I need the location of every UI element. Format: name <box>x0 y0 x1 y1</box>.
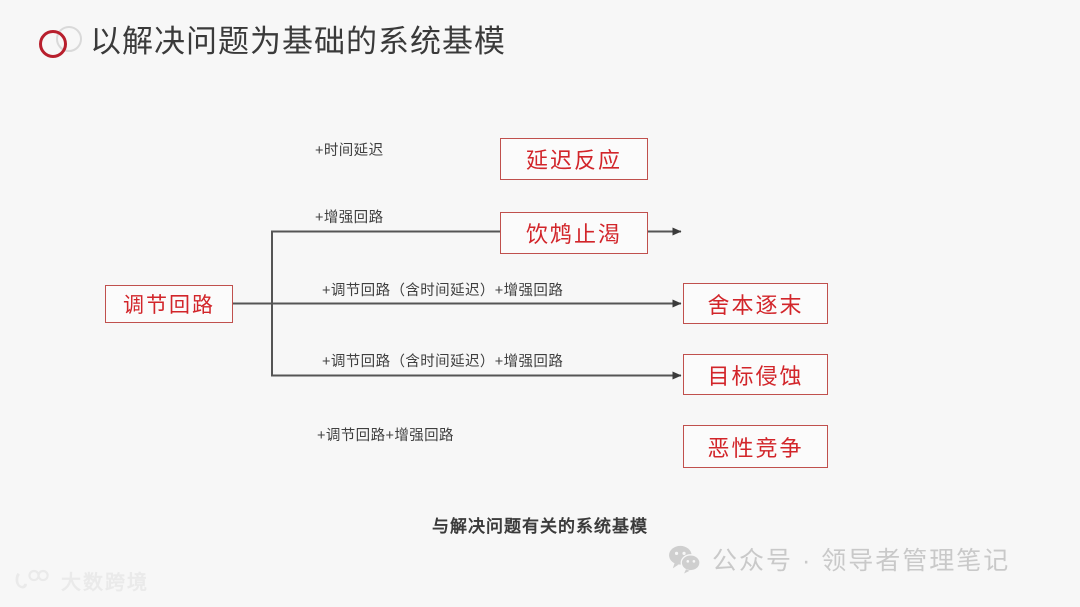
dashuakuajing-logo-icon <box>14 569 54 593</box>
edge-label-5: +调节回路+增强回路 <box>317 428 454 444</box>
edge-label-4: +调节回路（含时间延迟）+增强回路 <box>322 354 564 370</box>
ring-red-icon <box>39 30 67 58</box>
watermark: 大数跨境 <box>14 566 149 595</box>
edge-label-3: +调节回路（含时间延迟）+增强回路 <box>322 283 564 299</box>
node-delayed-response[interactable]: 延迟反应 <box>500 138 648 180</box>
wechat-footer: 公众号 · 领导者管理笔记 <box>668 541 1010 577</box>
wechat-icon <box>668 544 702 574</box>
edge-label-1: +时间延迟 <box>315 143 384 159</box>
slide-title-row: 以解决问题为基础的系统基模 <box>34 18 506 64</box>
node-source[interactable]: 调节回路 <box>105 285 233 323</box>
node-fixes-that-fail[interactable]: 饮鸩止渴 <box>500 212 648 254</box>
node-drifting-goals[interactable]: 目标侵蚀 <box>683 354 828 395</box>
wechat-account-label: 公众号 · 领导者管理笔记 <box>712 547 1011 575</box>
node-shifting-the-burden[interactable]: 舍本逐末 <box>683 283 828 324</box>
double-ring-icon <box>34 18 90 64</box>
page-title: 以解决问题为基础的系统基模 <box>90 23 506 59</box>
edge-label-2: +增强回路 <box>315 210 384 226</box>
node-escalation[interactable]: 恶性竞争 <box>683 425 828 468</box>
diagram-caption: 与解决问题有关的系统基模 <box>432 517 648 536</box>
watermark-label: 大数跨境 <box>61 572 149 594</box>
